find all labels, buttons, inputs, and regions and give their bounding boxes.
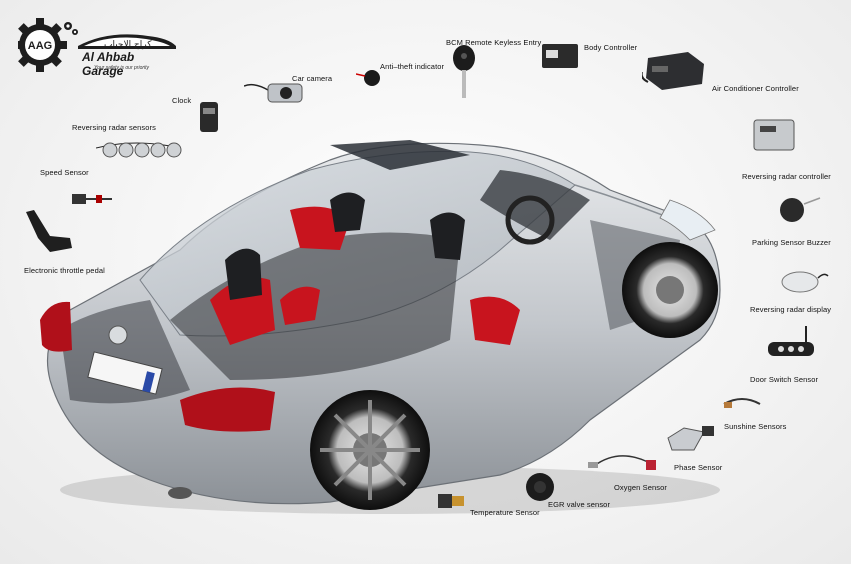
body-controller-icon [542, 44, 578, 68]
key-fob-icon [453, 45, 475, 98]
anti-theft-indicator-icon [356, 70, 380, 86]
svg-text:AAG: AAG [28, 40, 52, 52]
label-electronic-throttle-pedal: Electronic throttle pedal [24, 266, 105, 275]
brand-name: Al Ahbab Garage [82, 50, 135, 78]
brand-arabic-name: كراج الاحباب [104, 40, 152, 50]
label-oxygen-sensor: Oxygen Sensor [614, 483, 667, 492]
door-switch-icon [768, 326, 814, 356]
label-parking-sensor-buzzer: Parking Sensor Buzzer [752, 238, 831, 247]
brand-logo: AAG كراج الاحباب Al Ahbab Garage Your sa… [13, 16, 178, 78]
radar-sensors-icon [96, 142, 182, 158]
label-phase-sensor: Phase Sensor [674, 463, 723, 472]
oxygen-sensor-icon [588, 455, 656, 470]
label-egr-valve-sensor: EGR valve sensor [548, 500, 611, 509]
label-bcm-remote-keyless-entry: BCM Remote Keyless Entry [446, 38, 542, 47]
egr-sensor-icon [526, 473, 554, 501]
label-reversing-radar-sensors: Reversing radar sensors [72, 123, 157, 132]
label-air-conditioner-controller: Air Conditioner Controller [712, 84, 799, 93]
speed-sensor-icon [72, 194, 112, 204]
ac-controller-icon [642, 52, 704, 90]
car-icon [40, 140, 721, 514]
label-sunshine-sensors: Sunshine Sensors [724, 422, 787, 431]
clock-icon [200, 102, 218, 132]
label-speed-sensor: Speed Sensor [40, 168, 89, 177]
label-body-controller: Body Controller [584, 43, 638, 52]
gear-logo-icon: AAG [13, 18, 176, 72]
label-reversing-radar-controller: Reversing radar controller [742, 172, 831, 181]
throttle-pedal-icon [26, 210, 72, 252]
temperature-sensor-icon [438, 494, 464, 508]
label-door-switch-sensor: Door Switch Sensor [750, 375, 819, 384]
brand-tagline: Your safety is our priority [94, 65, 150, 71]
label-car-camera: Car camera [292, 74, 333, 83]
sunshine-sensor-icon [723, 398, 761, 408]
radar-display-icon [781, 271, 829, 293]
label-anti-theft-indicator: Anti–theft indicator [380, 62, 445, 71]
label-reversing-radar-display: Reversing radar display [750, 305, 832, 314]
label-temperature-sensor: Temperature Sensor [470, 508, 540, 517]
radar-controller-icon [753, 119, 795, 151]
label-clock: Clock [172, 96, 192, 105]
car-camera-icon [244, 83, 303, 103]
phase-sensor-icon [667, 426, 714, 451]
parking-buzzer-icon [780, 197, 821, 222]
